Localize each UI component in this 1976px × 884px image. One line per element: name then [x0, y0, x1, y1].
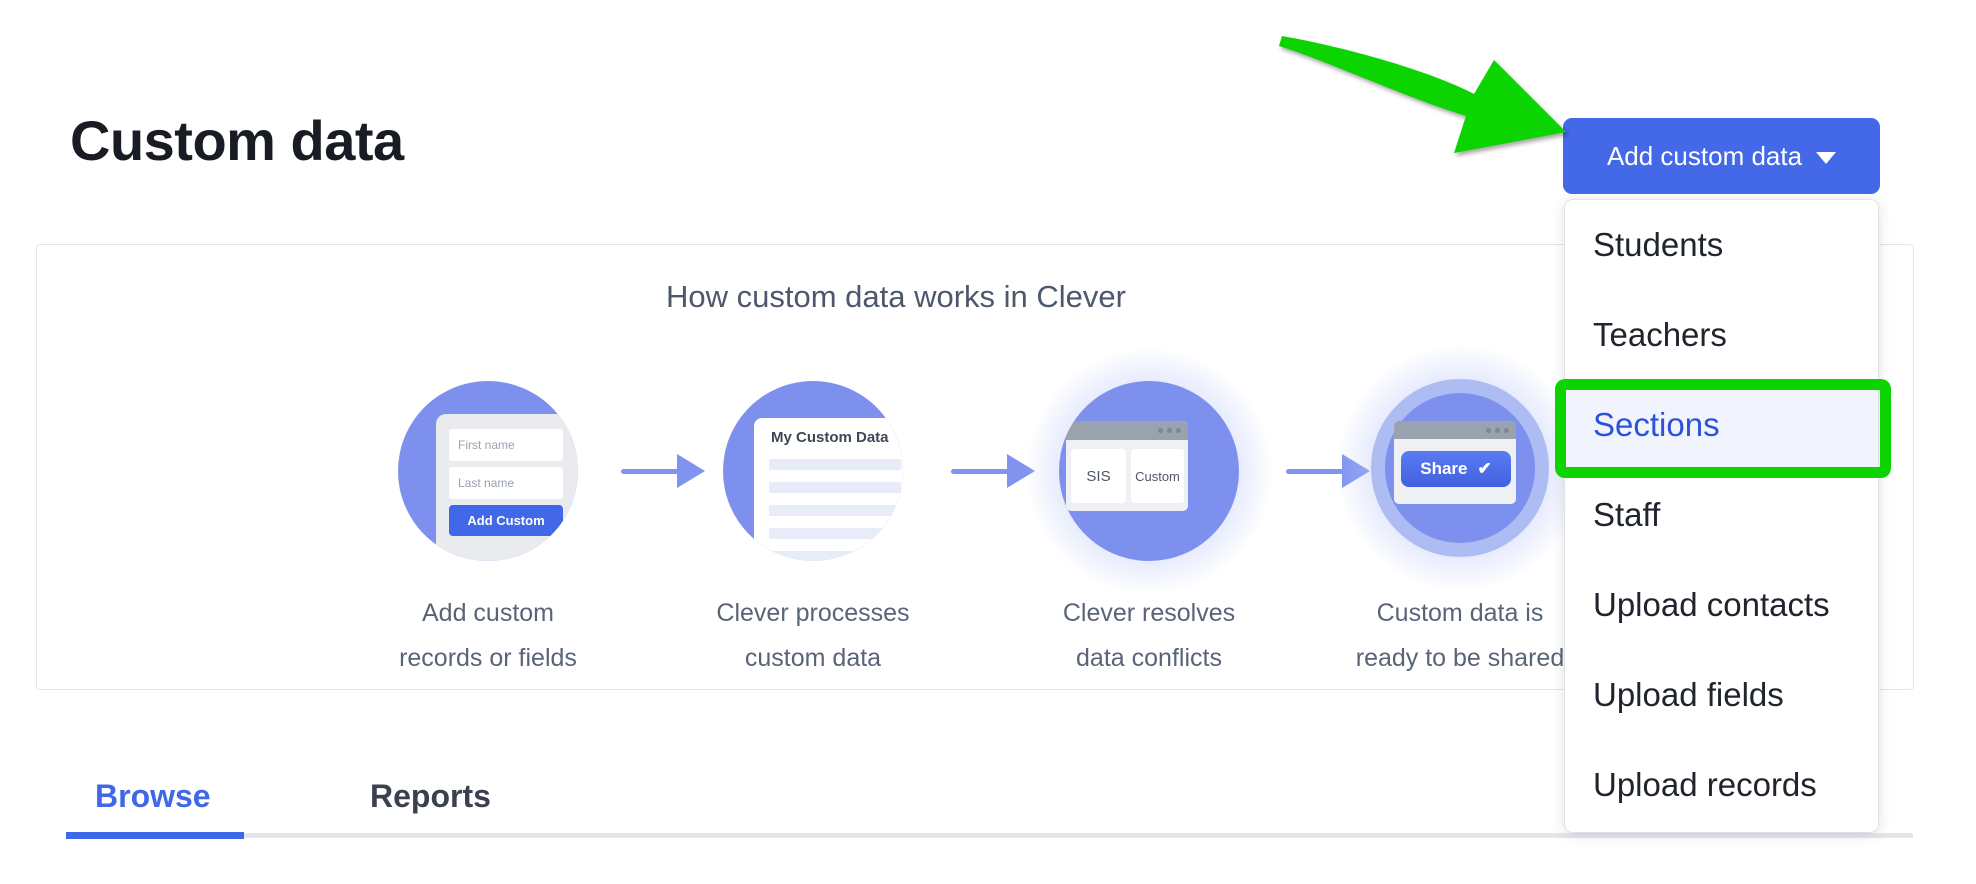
- document-illustration: My Custom Data: [723, 381, 903, 561]
- menu-item-staff[interactable]: Staff: [1593, 496, 1661, 533]
- document-line: [769, 482, 901, 493]
- document-line: [769, 528, 901, 539]
- checkmark-icon: ✔: [1477, 459, 1492, 478]
- conflict-illustration: SIS Custom: [1059, 381, 1239, 561]
- panel-heading: How custom data works in Clever: [666, 279, 1126, 314]
- tab-browse[interactable]: Browse: [95, 778, 211, 814]
- menu-item-students[interactable]: Students: [1593, 226, 1724, 263]
- page-title: Custom data: [70, 109, 404, 172]
- share-illustration: Share ✔: [1371, 379, 1549, 557]
- window-dot-icon: [1495, 427, 1500, 433]
- add-custom-data-button[interactable]: Add custom data: [1563, 118, 1880, 194]
- add-custom-button-illustration: Add Custom: [449, 505, 563, 536]
- share-button-label: Share: [1420, 459, 1468, 478]
- conflict-window: SIS Custom: [1066, 421, 1188, 511]
- window-dot-icon: [1167, 428, 1172, 433]
- window-dot-icon: [1158, 428, 1163, 433]
- menu-item-upload-fields[interactable]: Upload fields: [1593, 676, 1784, 713]
- first-name-field-illustration: First name: [449, 429, 563, 461]
- flow-arrow-icon: [621, 451, 709, 491]
- chevron-down-icon: [1816, 152, 1837, 164]
- share-window: Share ✔: [1394, 421, 1516, 504]
- menu-item-upload-records[interactable]: Upload records: [1593, 766, 1817, 803]
- share-button-illustration: Share ✔: [1401, 451, 1511, 487]
- document-title: My Custom Data: [771, 429, 889, 446]
- menu-item-sections[interactable]: Sections: [1565, 380, 1878, 470]
- flow-arrow-icon: [951, 451, 1039, 491]
- document-line: [769, 551, 901, 561]
- window-dot-icon: [1486, 427, 1491, 433]
- document-line: [769, 459, 901, 470]
- tab-reports[interactable]: Reports: [370, 778, 491, 814]
- document-line: [769, 505, 901, 516]
- custom-card: Custom: [1131, 449, 1184, 503]
- add-custom-data-menu: Students Teachers Sections Staff Upload …: [1565, 200, 1878, 832]
- sis-card: SIS: [1071, 449, 1126, 503]
- window-titlebar: [1394, 421, 1516, 439]
- add-custom-data-label: Add custom data: [1606, 140, 1803, 171]
- menu-item-teachers[interactable]: Teachers: [1593, 316, 1727, 353]
- active-tab-indicator: [66, 832, 244, 839]
- tab-divider: [66, 833, 1913, 838]
- window-titlebar: [1066, 421, 1188, 440]
- menu-item-upload-contacts[interactable]: Upload contacts: [1593, 586, 1830, 623]
- form-illustration: First name Last name Add Custom: [398, 381, 578, 561]
- window-dot-icon: [1504, 427, 1509, 433]
- window-dot-icon: [1176, 428, 1181, 433]
- last-name-field-illustration: Last name: [449, 467, 563, 499]
